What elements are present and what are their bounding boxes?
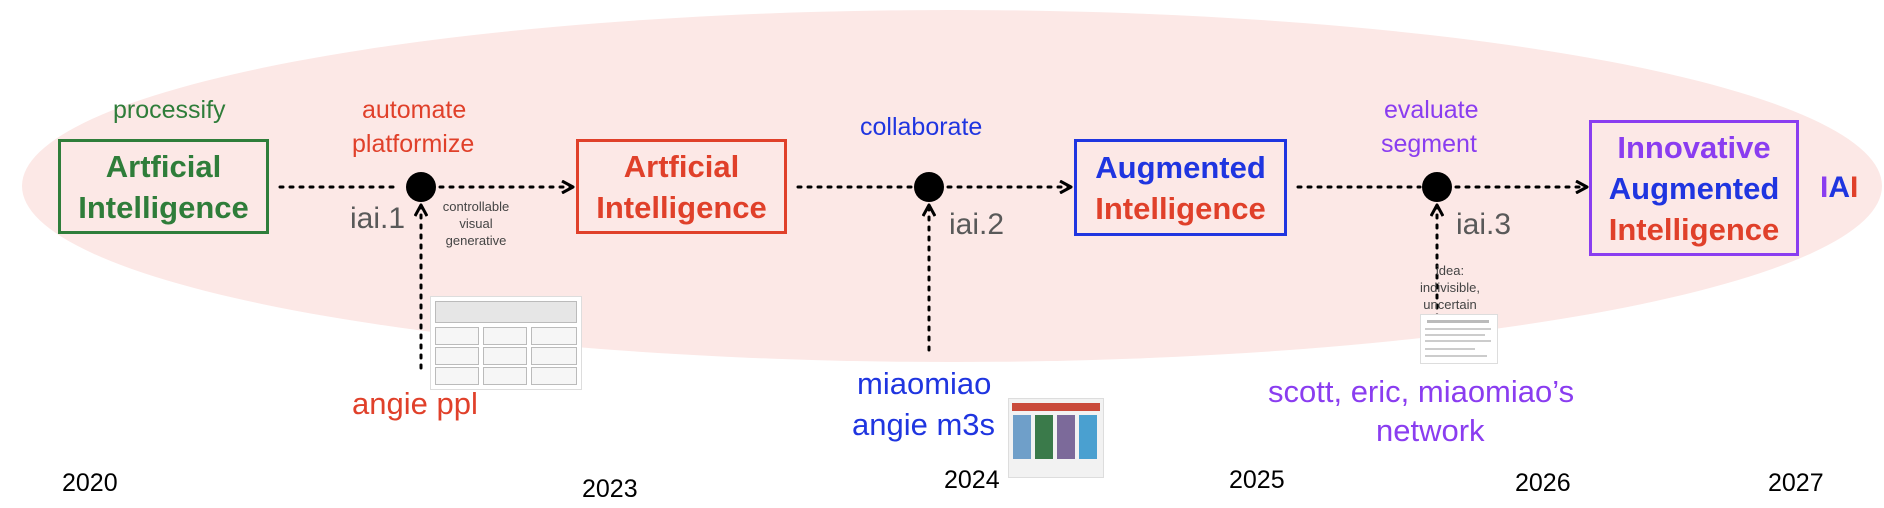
verb-automate: automate (362, 96, 467, 124)
milestone-3-label: iai.3 (1456, 208, 1512, 241)
stage-2-line1: Artficial (623, 148, 740, 184)
iai-letter-a: A (1828, 171, 1851, 204)
milestone-2-label: iai.2 (949, 208, 1005, 241)
note-1-line-1: controllable (442, 199, 510, 214)
stage-1-line1: Artficial (105, 148, 222, 184)
stage-box-3: Augmented Intelligence (1074, 139, 1287, 236)
note-3-line-3: uncertain (1423, 297, 1477, 312)
verb-segment: segment (1381, 130, 1477, 158)
contributor-network-line1: scott, eric, miaomiao’s (1268, 374, 1575, 409)
contributor-network-line2: network (1376, 413, 1485, 448)
note-1-line-3: generative (445, 233, 507, 248)
contributor-angie-ppl: angie ppl (352, 386, 478, 421)
stage-box-4: Innovative Augmented Intelligence (1589, 120, 1799, 256)
contributor-angie-m3s: angie m3s (852, 407, 996, 442)
note-1-line-2: visual (459, 216, 493, 231)
year-2026: 2026 (1515, 469, 1571, 497)
milestone-1-label: iai.1 (350, 202, 406, 235)
stage-box-1: Artficial Intelligence (58, 139, 269, 234)
milestone-3-note: idea: indivisible, uncertain (1410, 262, 1490, 313)
stage-4-line1: Innovative (1617, 129, 1771, 165)
thumbnail-document (1420, 314, 1498, 364)
stage-2-line2: Intelligence (596, 189, 767, 225)
milestone-dot-1 (406, 172, 436, 202)
stage-4-line2: Augmented (1608, 170, 1780, 206)
stage-4-line3: Intelligence (1608, 211, 1780, 247)
verb-processify: processify (113, 96, 226, 124)
iai-label: IAI (1820, 171, 1858, 205)
milestone-1-note: controllable visual generative (436, 198, 516, 249)
stage-3-line2: Intelligence (1095, 190, 1266, 226)
verb-evaluate: evaluate (1384, 96, 1479, 124)
milestone-dot-3 (1422, 172, 1452, 202)
verb-platformize: platformize (352, 130, 475, 158)
year-2025: 2025 (1229, 466, 1285, 494)
year-2023: 2023 (582, 475, 638, 503)
iai-letter-i2: I (1850, 171, 1859, 204)
year-2027: 2027 (1768, 469, 1824, 497)
thumbnail-chart-grid (430, 296, 582, 390)
iai-letter-i1: I (1820, 171, 1829, 204)
verb-collaborate: collaborate (860, 113, 983, 141)
stage-3-line1: Augmented (1095, 149, 1266, 185)
year-2024: 2024 (944, 466, 1000, 494)
note-3-line-2: indivisible, (1420, 280, 1480, 295)
milestone-dot-2 (914, 172, 944, 202)
stage-1-line2: Intelligence (78, 189, 249, 225)
contributor-miaomiao: miaomiao (857, 366, 992, 401)
stage-box-2: Artficial Intelligence (576, 139, 787, 234)
year-2020: 2020 (62, 469, 118, 497)
thumbnail-poster (1008, 398, 1104, 478)
note-3-line-1: idea: (1435, 263, 1465, 278)
